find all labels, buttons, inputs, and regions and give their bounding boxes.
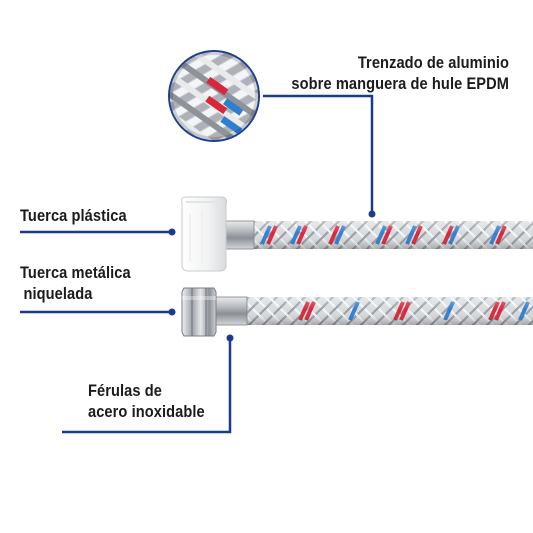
braid-leader-line: [263, 94, 374, 214]
braid-label-line1: Trenzado de aluminio: [357, 53, 509, 72]
leader-lines: [20, 94, 376, 434]
ferrules-label: Férulas de acero inoxidable: [88, 380, 205, 422]
metal-nut-label: Tuerca metálica niquelada: [20, 262, 131, 304]
lower-hose: [181, 287, 533, 337]
plastic-nut-leader-dot: [168, 228, 176, 236]
metal-nut-label-line2: niquelada: [23, 284, 93, 303]
plastic-nut-label-line1: Tuerca plástica: [20, 206, 127, 225]
ferrules-label-line2: acero inoxidable: [88, 402, 205, 421]
upper-ferrule: [224, 221, 254, 249]
braid-magnifier: [168, 50, 260, 142]
ferrules-label-line1: Férulas de: [88, 381, 163, 400]
metal-nut-label-line1: Tuerca metálica: [20, 263, 131, 282]
braid-leader-dot: [368, 210, 376, 218]
upper-hose: [181, 196, 533, 272]
ferrules-leader-line: [62, 338, 232, 434]
braid-label-line2: sobre manguera de hule EPDM: [291, 74, 509, 93]
plastic-nut-label: Tuerca plástica: [20, 205, 127, 226]
plastic-nut: [181, 196, 227, 272]
metal-nut: [181, 287, 217, 337]
braid-label: Trenzado de aluminio sobre manguera de h…: [291, 52, 509, 94]
ferrules-leader-dot: [226, 334, 234, 342]
lower-ferrule: [215, 297, 247, 325]
metal-nut-leader-dot: [168, 308, 176, 316]
